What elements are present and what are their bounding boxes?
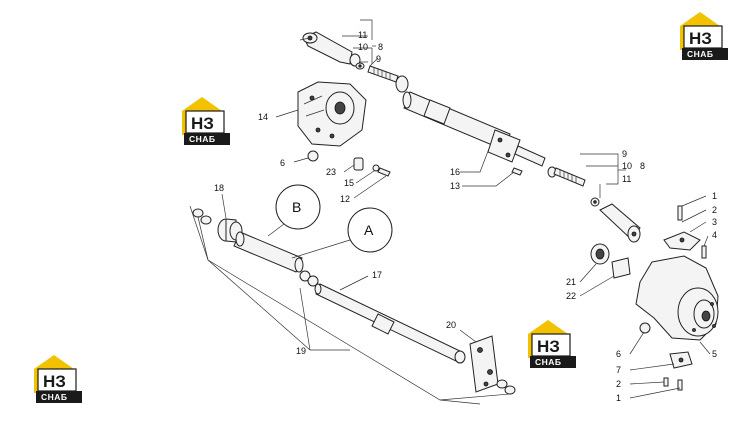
label-10-right: 10 <box>622 161 632 171</box>
label-2-lower: 2 <box>616 379 621 389</box>
callout-a: A <box>291 207 393 259</box>
logo-letters: НЗ <box>537 337 560 356</box>
steering-cylinder <box>402 91 546 167</box>
pin-23 <box>353 157 364 171</box>
bushing-6-left <box>307 150 319 162</box>
bolt-4 <box>701 245 707 259</box>
label-23: 23 <box>326 167 336 177</box>
label-8-right: 8 <box>640 161 645 171</box>
brand-logo-bottom-left: НЗ СНАБ <box>33 354 83 404</box>
bolt-1-upper <box>677 205 683 221</box>
lower-pivot-7 <box>669 351 693 369</box>
label-12: 12 <box>340 194 350 204</box>
label-11-top: 11 <box>358 30 367 40</box>
brand-logo-left: НЗ СНАБ <box>181 96 231 146</box>
label-7: 7 <box>616 365 621 375</box>
brand-logo-center: НЗ СНАБ <box>527 319 577 369</box>
label-18: 18 <box>214 183 224 193</box>
tie-rod-end-upper <box>299 31 361 67</box>
part-labels: 11 10 8 9 14 6 23 15 12 16 13 9 10 8 11 … <box>214 30 717 403</box>
label-1-upper: 1 <box>712 191 717 201</box>
label-13: 13 <box>450 181 460 191</box>
callout-a-text: A <box>364 222 374 238</box>
logo-caption: СНАБ <box>535 357 562 367</box>
bushing-6-right <box>639 322 651 334</box>
steering-knuckle-right <box>635 231 719 341</box>
label-9-right: 9 <box>622 149 627 159</box>
logo-caption: СНАБ <box>687 49 714 59</box>
washer-nut-lower <box>590 197 600 207</box>
bolts-1-2-lower <box>663 377 683 391</box>
sleeve-22 <box>611 257 631 279</box>
shaft-17 <box>314 283 466 364</box>
label-6-left: 6 <box>280 158 285 168</box>
logo-caption: СНАБ <box>41 392 68 402</box>
label-1-lower: 1 <box>616 393 621 403</box>
callout-b-text: B <box>292 199 301 215</box>
logo-letters: НЗ <box>689 29 712 48</box>
brand-logo-top-right: НЗ СНАБ <box>679 11 729 61</box>
threaded-rod-upper <box>367 65 409 93</box>
bushing-18 <box>217 218 243 243</box>
label-10-top: 10 <box>358 42 368 52</box>
label-17: 17 <box>372 270 382 280</box>
steering-knuckle-left <box>297 81 367 147</box>
label-3: 3 <box>712 217 717 227</box>
label-9-top: 9 <box>376 54 381 64</box>
label-4: 4 <box>712 230 717 240</box>
label-6-right: 6 <box>616 349 621 359</box>
label-21: 21 <box>566 277 576 287</box>
label-8-top: 8 <box>378 42 383 52</box>
label-22: 22 <box>566 291 576 301</box>
callout-b: B <box>267 184 321 237</box>
threaded-rod-lower <box>547 166 586 187</box>
flange-20 <box>469 335 499 393</box>
label-19: 19 <box>296 346 306 356</box>
bolt-15-12 <box>372 164 391 177</box>
logo-caption: СНАБ <box>189 134 216 144</box>
bolt-13 <box>511 167 523 176</box>
washers-right-pair <box>496 379 516 395</box>
label-14: 14 <box>258 112 268 122</box>
leader-lines <box>189 19 711 405</box>
label-2-upper: 2 <box>712 205 717 215</box>
tie-rod-end-lower <box>599 203 641 243</box>
logo-letters: НЗ <box>43 372 66 391</box>
label-15: 15 <box>344 178 354 188</box>
logo-letters: НЗ <box>191 114 214 133</box>
label-16: 16 <box>450 167 460 177</box>
label-11-right: 11 <box>622 174 631 184</box>
washer-nut-upper <box>355 62 365 70</box>
washers-left-pair <box>192 208 212 225</box>
bushing-21 <box>590 243 610 265</box>
tube-b <box>233 231 304 273</box>
label-20: 20 <box>446 320 456 330</box>
ring-pair-center <box>299 270 319 287</box>
label-5: 5 <box>712 349 717 359</box>
